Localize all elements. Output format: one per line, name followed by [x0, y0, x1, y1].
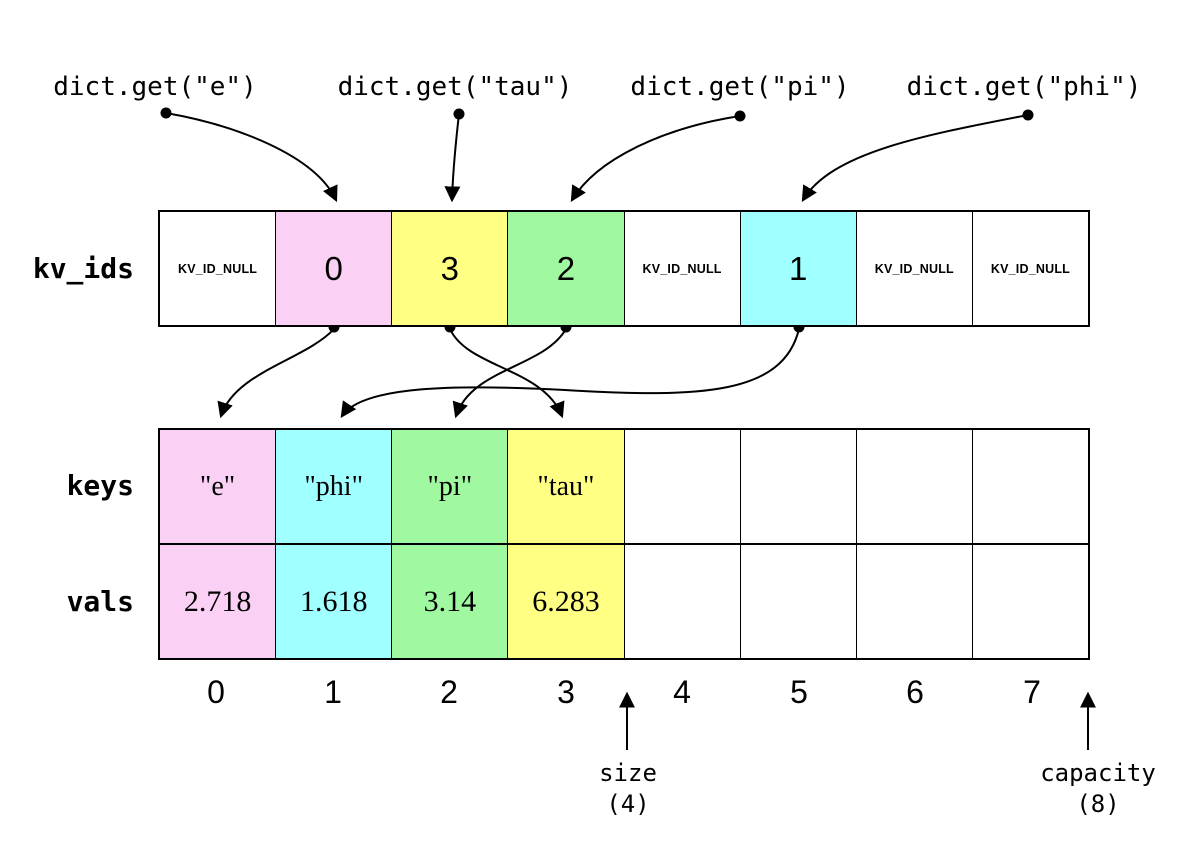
index-label-0: 0: [207, 674, 225, 710]
arrow-get-pi-to-kvids3: [570, 115, 741, 203]
arrow-id2-to-keys2: [452, 328, 567, 419]
keys-cell-0: "e": [160, 430, 277, 543]
keys-cell-4: [624, 430, 741, 543]
keys-label: keys: [66, 469, 134, 502]
kv-ids-cell-6: KV_ID_NULL: [856, 212, 973, 325]
size-marker-value: (4): [606, 790, 650, 818]
dot-call-e: [160, 107, 172, 119]
arrow-id0-to-keys0: [217, 328, 335, 419]
index-label-1: 1: [324, 674, 342, 710]
call-label-get-e: dict.get("e"): [53, 72, 257, 102]
size-marker-label: size: [599, 759, 657, 787]
vals-label: vals: [66, 585, 134, 618]
kv-ids-value-0: KV_ID_NULL: [178, 261, 258, 276]
keys-cell-3: "tau": [508, 430, 625, 543]
vals-cell-1: 1.618: [276, 545, 393, 658]
kv-ids-cell-7: KV_ID_NULL: [972, 212, 1088, 325]
keys-cell-5: [740, 430, 857, 543]
kv-ids-cell-3: 2: [508, 212, 625, 325]
call-label-get-pi: dict.get("pi"): [630, 72, 850, 102]
index-label-6: 6: [906, 674, 924, 710]
index-label-5: 5: [790, 674, 808, 710]
capacity-marker-value: (8): [1076, 790, 1120, 818]
keys-cell-1: "phi": [276, 430, 393, 543]
kv-ids-value-6: KV_ID_NULL: [874, 261, 954, 276]
arrow-id1-to-keys1: [340, 328, 800, 418]
vals-row: 2.718 1.618 3.14 6.283: [160, 545, 1088, 658]
kv-ids-value-1: 0: [324, 249, 343, 287]
keys-cell-7: [972, 430, 1088, 543]
index-label-3: 3: [557, 674, 575, 710]
kv-ids-cell-4: KV_ID_NULL: [624, 212, 741, 325]
dot-call-phi: [1022, 109, 1034, 121]
vals-cell-2: 3.14: [392, 545, 509, 658]
index-label-4: 4: [673, 674, 691, 710]
arrow-id3-to-keys3: [449, 328, 565, 419]
vals-cell-7: [972, 545, 1088, 658]
arrow-get-phi-to-kvids5: [801, 114, 1029, 203]
call-label-get-tau: dict.get("tau"): [337, 72, 573, 102]
kv-ids-cell-2: 3: [392, 212, 509, 325]
kv-ids-value-5: 1: [789, 249, 808, 287]
capacity-marker-label: capacity: [1040, 759, 1156, 787]
kv-ids-value-7: KV_ID_NULL: [990, 261, 1070, 276]
kv-ids-value-2: 3: [440, 249, 459, 287]
dot-call-tau: [453, 108, 465, 120]
kv-ids-cell-0: KV_ID_NULL: [160, 212, 277, 325]
dot-call-pi: [734, 110, 746, 122]
call-label-get-phi: dict.get("phi"): [906, 72, 1142, 102]
keys-cell-6: [856, 430, 973, 543]
size-marker: size (4): [599, 758, 657, 820]
vals-cell-4: [624, 545, 741, 658]
keys-row: "e" "phi" "pi" "tau": [160, 430, 1088, 545]
keys-cell-2: "pi": [392, 430, 509, 543]
kv-ids-value-4: KV_ID_NULL: [642, 261, 722, 276]
index-label-2: 2: [440, 674, 458, 710]
vals-cell-5: [740, 545, 857, 658]
arrow-get-tau-to-kvids2: [444, 113, 461, 203]
capacity-marker: capacity (8): [1040, 758, 1156, 820]
vals-cell-0: 2.718: [160, 545, 277, 658]
index-label-7: 7: [1023, 674, 1041, 710]
vals-cell-3: 6.283: [508, 545, 625, 658]
arrow-get-e-to-kvids1: [165, 112, 338, 203]
kv-ids-array: KV_ID_NULL 0 3 2 KV_ID_NULL 1 KV_ID_NULL…: [158, 210, 1090, 327]
kv-ids-label: kv_ids: [32, 252, 134, 285]
kv-ids-value-3: 2: [556, 249, 576, 287]
kv-ids-cell-1: 0: [276, 212, 393, 325]
vals-cell-6: [856, 545, 973, 658]
keys-vals-array: "e" "phi" "pi" "tau" 2.718 1.618 3.14 6.…: [158, 428, 1090, 660]
kv-ids-cell-5: 1: [740, 212, 857, 325]
